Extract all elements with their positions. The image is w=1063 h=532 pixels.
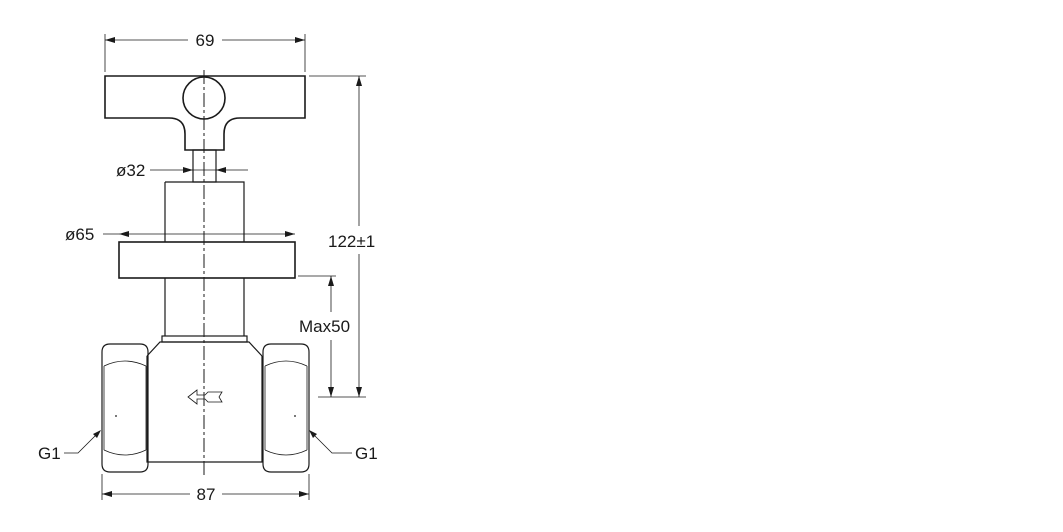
dimension-stem-diameter — [150, 167, 248, 173]
dimension-handle-width — [104, 34, 306, 72]
thread-label-left: G1 — [38, 444, 61, 463]
left-hex-nut — [101, 343, 149, 473]
dimension-max-depth — [298, 275, 336, 397]
dimension-label-flange-diameter: ø65 — [65, 225, 94, 244]
dimension-flange-diameter — [103, 231, 295, 237]
thread-label-right: G1 — [355, 444, 378, 463]
dimension-body-width — [101, 474, 310, 500]
dimension-label-total-height: 122±1 — [328, 232, 375, 251]
flange — [118, 241, 296, 279]
dimension-label-body-width: 87 — [197, 485, 216, 504]
dimension-label-handle-width: 69 — [196, 31, 215, 50]
flow-direction-icon — [187, 389, 223, 405]
leader-thread-left — [64, 430, 101, 454]
dimension-total-height — [309, 75, 366, 398]
dimension-label-stem-diameter: ø32 — [116, 161, 145, 180]
right-hex-nut — [262, 343, 310, 473]
dimension-label-max-depth: Max50 — [299, 317, 350, 336]
leader-thread-right — [309, 430, 352, 454]
sleeve — [164, 181, 245, 242]
handle — [104, 75, 306, 151]
